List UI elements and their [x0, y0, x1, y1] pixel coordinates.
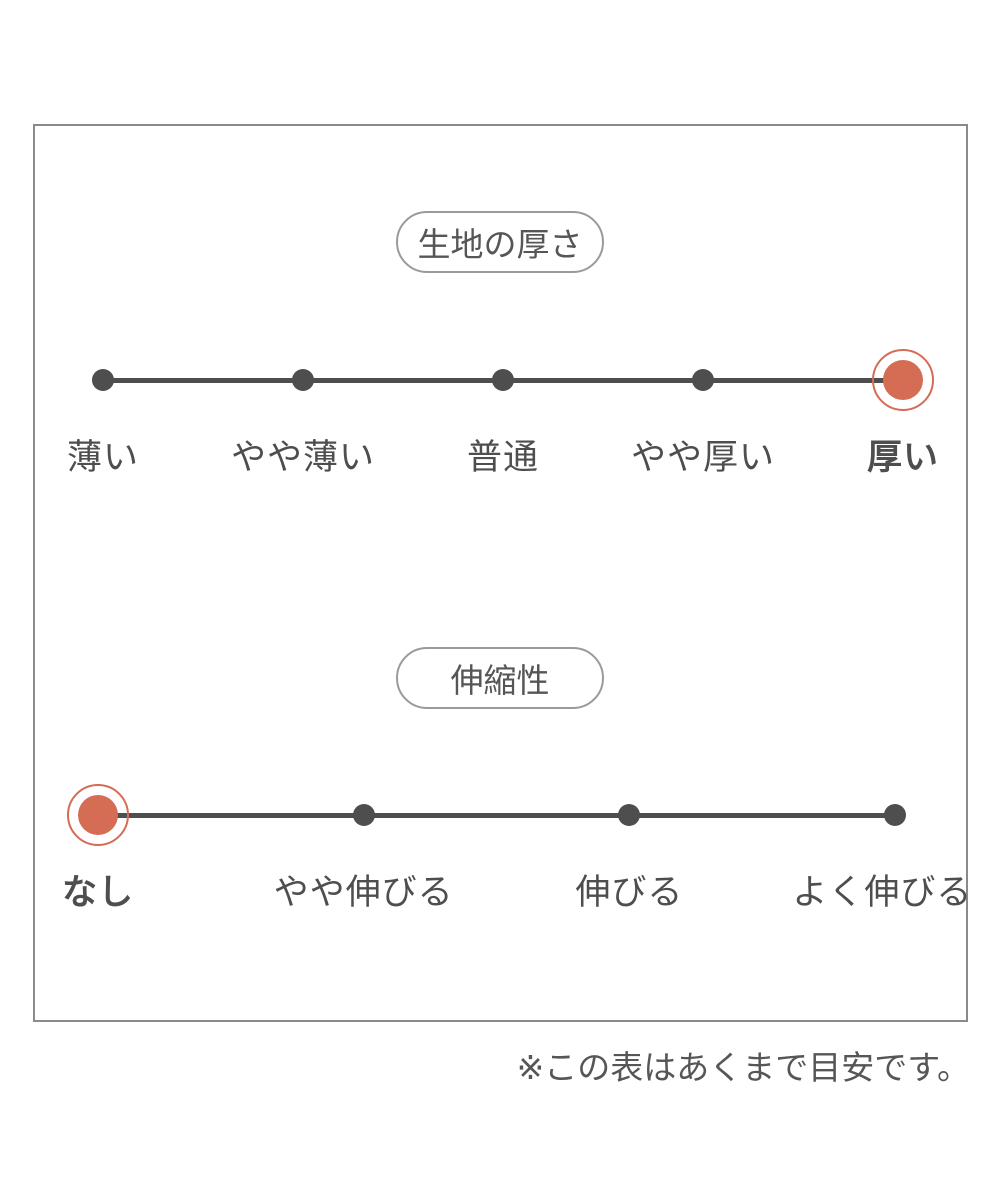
- scale-label: なし: [61, 873, 135, 912]
- scale-label: やや厚い: [630, 438, 776, 477]
- scale-dot: [292, 369, 314, 391]
- scale-dot: [92, 369, 114, 391]
- selected-marker-dot: [67, 784, 129, 846]
- scale-label: 薄い: [66, 438, 140, 477]
- scale-label: 普通: [466, 438, 540, 477]
- scale-dot: [692, 369, 714, 391]
- scale-dot: [884, 804, 906, 826]
- scale-label: やや薄い: [230, 438, 376, 477]
- scale-label: 伸びる: [575, 873, 684, 912]
- scale-label: 厚い: [866, 438, 940, 477]
- footnote: ※この表はあくまで目安です。: [516, 1049, 970, 1086]
- scale-label: やや伸びる: [273, 873, 454, 912]
- thickness-title: 生地の厚さ: [417, 226, 583, 263]
- selected-marker-ring: [67, 784, 129, 846]
- thickness-title-pill: 生地の厚さ: [396, 211, 604, 273]
- scale-dot: [492, 369, 514, 391]
- chart-frame: [33, 124, 968, 1022]
- selected-marker-dot: [872, 349, 934, 411]
- selected-marker-ring: [872, 349, 934, 411]
- scale-dot: [618, 804, 641, 826]
- stretch-title-pill: 伸縮性: [396, 647, 604, 709]
- scale-label: よく伸びる: [792, 873, 973, 912]
- stretch-scale-line: [98, 812, 895, 818]
- scale-dot: [352, 804, 375, 826]
- stretch-title: 伸縮性: [450, 662, 550, 699]
